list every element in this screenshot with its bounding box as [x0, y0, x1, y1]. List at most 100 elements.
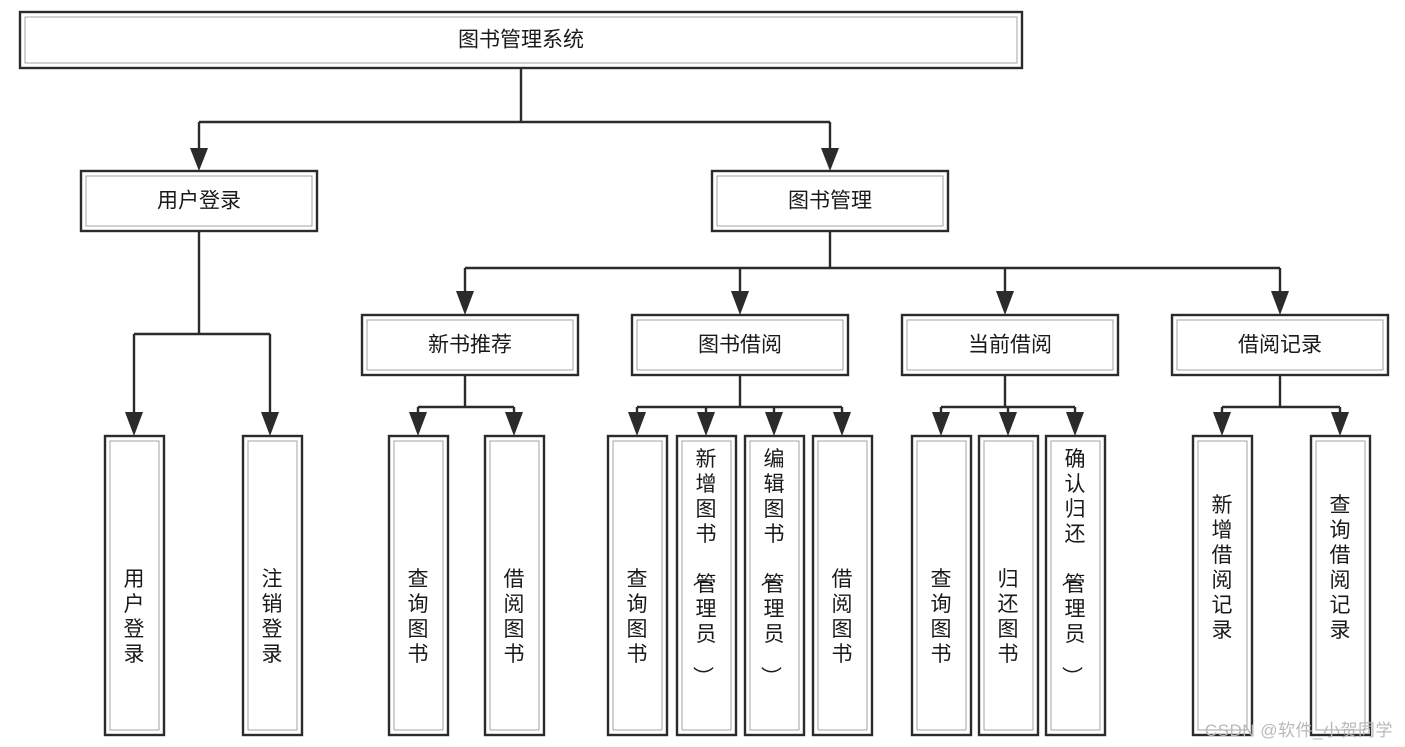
- node-bookmgmt-box[interactable]: [710, 169, 950, 233]
- arrow-bookmgmt-to-current: [996, 291, 1014, 315]
- node-leaf-8-box-inner: [817, 440, 868, 731]
- node-leaf-13[interactable]: 查询借阅记录: [1309, 434, 1372, 737]
- node-leaf-4-label: 借阅图书: [504, 568, 525, 666]
- node-login[interactable]: 用户登录: [79, 169, 319, 233]
- node-leaf-13-box[interactable]: [1309, 434, 1372, 737]
- node-leaf-8-label: 借阅图书: [832, 568, 853, 666]
- arrow-borrow-to-leaf5: [628, 412, 646, 436]
- arrow-current-to-leaf11: [1066, 412, 1084, 436]
- arrow-root-to-bookmgmt: [821, 148, 839, 171]
- node-leaf-1[interactable]: 用户登录: [103, 434, 166, 737]
- node-bookmgmt[interactable]: 图书管理: [710, 169, 950, 233]
- connector-group-bookmgmt: [456, 231, 1289, 315]
- node-leaf-8-box[interactable]: [811, 434, 874, 737]
- node-leaf-1-box-inner: [109, 440, 160, 731]
- node-leaf-3-box-inner: [393, 440, 444, 731]
- node-root-label: 图书管理系统: [458, 29, 584, 52]
- connector-group-root: [190, 68, 839, 171]
- node-leaf-3[interactable]: 查询图书: [387, 434, 450, 737]
- node-leaf-11-label: 确认归还（管理员）: [1060, 448, 1086, 687]
- node-leaf-10[interactable]: 归还图书: [977, 434, 1040, 737]
- arrow-bookmgmt-to-newbook: [456, 291, 474, 315]
- node-leaf-6-label: 新增图书（管理员）: [691, 448, 717, 687]
- node-leaf-2[interactable]: 注销登录: [241, 434, 304, 737]
- node-login-box-inner: [85, 175, 313, 227]
- node-leaf-5-box[interactable]: [606, 434, 669, 737]
- arrow-borrow-to-leaf7: [765, 412, 783, 436]
- node-current-box[interactable]: [900, 313, 1120, 377]
- node-leaf-8[interactable]: 借阅图书: [811, 434, 874, 737]
- node-newbook-box[interactable]: [360, 313, 580, 377]
- node-leaf-4-box-inner: [489, 440, 540, 731]
- node-leaf-6-box[interactable]: [675, 434, 738, 737]
- node-records-box-inner: [1176, 319, 1384, 371]
- node-current-box-inner: [906, 319, 1114, 371]
- node-leaf-2-label: 注销登录: [262, 568, 283, 666]
- node-root-box[interactable]: [18, 10, 1024, 70]
- node-records-box[interactable]: [1170, 313, 1390, 377]
- node-leaf-3-label: 查询图书: [408, 568, 429, 666]
- arrow-current-to-leaf9: [932, 412, 950, 436]
- node-leaf-7-box[interactable]: [743, 434, 806, 737]
- node-root[interactable]: 图书管理系统: [18, 10, 1024, 70]
- node-leaf-10-box-inner: [983, 440, 1034, 731]
- node-leaf-12-label: 新增借阅记录: [1212, 494, 1233, 642]
- arrow-records-to-leaf13: [1331, 412, 1349, 436]
- arrow-bookmgmt-to-borrow: [731, 291, 749, 315]
- node-leaf-13-label: 查询借阅记录: [1330, 494, 1351, 642]
- node-login-label: 用户登录: [157, 190, 241, 213]
- node-leaf-5-box-inner: [612, 440, 663, 731]
- node-leaf-7[interactable]: 编辑图书（管理员）: [743, 434, 806, 737]
- node-borrow[interactable]: 图书借阅: [630, 313, 850, 377]
- arrow-borrow-to-leaf6: [697, 412, 715, 436]
- arrow-borrow-to-leaf8: [833, 412, 851, 436]
- node-leaf-10-box[interactable]: [977, 434, 1040, 737]
- arrow-newbook-to-leaf4: [505, 412, 523, 436]
- node-leaf-9-box[interactable]: [910, 434, 973, 737]
- node-leaf-4[interactable]: 借阅图书: [483, 434, 546, 737]
- node-borrow-label: 图书借阅: [698, 334, 782, 357]
- node-leaf-2-box[interactable]: [241, 434, 304, 737]
- connector-group-newbook: [409, 375, 523, 436]
- node-newbook-box-inner: [366, 319, 574, 371]
- node-records[interactable]: 借阅记录: [1170, 313, 1390, 377]
- node-leaf-9-box-inner: [916, 440, 967, 731]
- node-leaf-6-box-inner: [681, 440, 732, 731]
- node-borrow-box[interactable]: [630, 313, 850, 377]
- node-leaf-11-box-inner: [1050, 440, 1101, 731]
- node-leaf-10-label: 归还图书: [998, 568, 1019, 666]
- arrow-login-to-leaf1: [125, 412, 143, 436]
- arrow-records-to-leaf12: [1213, 412, 1231, 436]
- node-leaf-13-box-inner: [1315, 440, 1366, 731]
- node-leaf-9-label: 查询图书: [931, 568, 952, 666]
- arrow-root-to-login: [190, 148, 208, 171]
- node-leaf-12-box[interactable]: [1191, 434, 1254, 737]
- connector-group-records: [1213, 375, 1349, 436]
- node-login-box[interactable]: [79, 169, 319, 233]
- node-newbook[interactable]: 新书推荐: [360, 313, 580, 377]
- node-leaf-7-label: 编辑图书（管理员）: [759, 448, 785, 687]
- node-leaf-1-box[interactable]: [103, 434, 166, 737]
- node-current[interactable]: 当前借阅: [900, 313, 1120, 377]
- arrow-login-to-leaf2: [261, 412, 279, 436]
- node-leaf-4-box[interactable]: [483, 434, 546, 737]
- node-leaf-3-box[interactable]: [387, 434, 450, 737]
- node-records-label: 借阅记录: [1238, 334, 1322, 357]
- node-bookmgmt-box-inner: [716, 175, 944, 227]
- node-leaf-11[interactable]: 确认归还（管理员）: [1044, 434, 1107, 737]
- node-leaf-6[interactable]: 新增图书（管理员）: [675, 434, 738, 737]
- node-leaf-5[interactable]: 查询图书: [606, 434, 669, 737]
- arrow-newbook-to-leaf3: [409, 412, 427, 436]
- node-leaf-2-box-inner: [247, 440, 298, 731]
- node-leaf-9[interactable]: 查询图书: [910, 434, 973, 737]
- connector-group-current: [932, 375, 1084, 436]
- node-leaf-7-box-inner: [749, 440, 800, 731]
- node-leaf-11-box[interactable]: [1044, 434, 1107, 737]
- node-leaf-12-box-inner: [1197, 440, 1248, 731]
- arrow-current-to-leaf10: [999, 412, 1017, 436]
- node-leaf-1-label: 用户登录: [124, 568, 145, 666]
- node-leaf-12[interactable]: 新增借阅记录: [1191, 434, 1254, 737]
- node-root-box-inner: [24, 16, 1018, 64]
- node-borrow-box-inner: [636, 319, 844, 371]
